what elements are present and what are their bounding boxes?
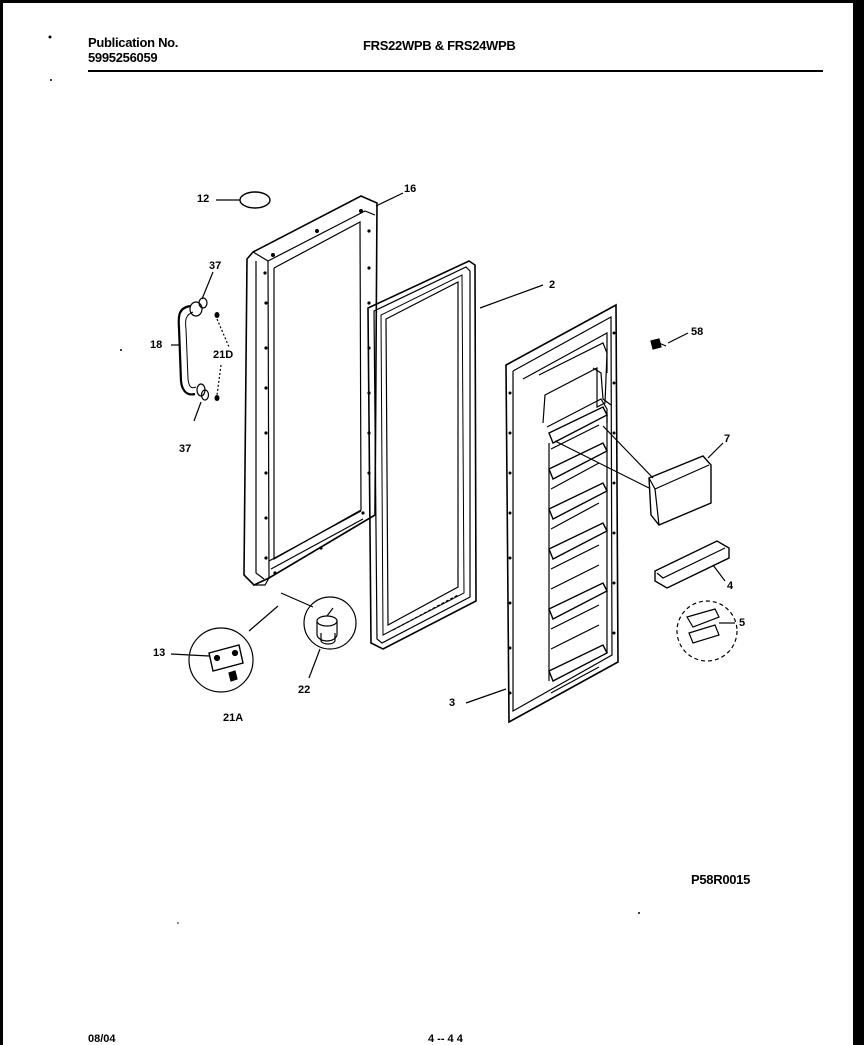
stray-marks [48, 35, 640, 924]
publication-number: 5995256059 [88, 50, 158, 65]
callout-22: 22 [298, 684, 311, 696]
callout-7: 7 [724, 433, 731, 445]
door-exploded-view [48, 35, 853, 924]
callout-2: 2 [549, 279, 556, 291]
callout-37-bottom: 37 [179, 443, 192, 455]
model-numbers: FRS22WPB & FRS24WPB [363, 38, 516, 53]
callout-21d: 21D [213, 349, 234, 361]
header-rule [88, 70, 823, 72]
part-5-retainer [677, 601, 737, 661]
part-13-hinge [171, 606, 278, 692]
footer-page: 4 -- 4 4 [428, 1033, 463, 1045]
callout-16: 16 [404, 183, 417, 195]
part-2-gasket [368, 261, 543, 649]
callout-3: 3 [449, 697, 456, 709]
callout-5: 5 [739, 617, 746, 629]
part-12-badge [216, 192, 270, 208]
figure-code: P58R0015 [691, 872, 751, 887]
part-3-door-liner [466, 305, 618, 722]
callout-58: 58 [691, 326, 704, 338]
footer-date: 08/04 [88, 1033, 116, 1045]
callout-4: 4 [727, 580, 734, 592]
parts-diagram-sheet: Publication No. 5995256059 FRS22WPB & FR… [3, 3, 853, 1045]
callout-37-top: 37 [209, 260, 222, 272]
callout-12: 12 [197, 193, 210, 205]
part-58-screw [651, 333, 688, 349]
publication-label: Publication No. [88, 35, 179, 50]
part-4-small-shelf [655, 541, 729, 588]
part-16-door-frame [244, 193, 403, 585]
part-7-shelf-bin [555, 426, 723, 525]
part-18-handle [171, 272, 229, 421]
callout-21a: 21A [223, 712, 244, 724]
part-22-bushing [281, 593, 356, 678]
callout-13: 13 [153, 647, 166, 659]
callout-18: 18 [150, 339, 163, 351]
